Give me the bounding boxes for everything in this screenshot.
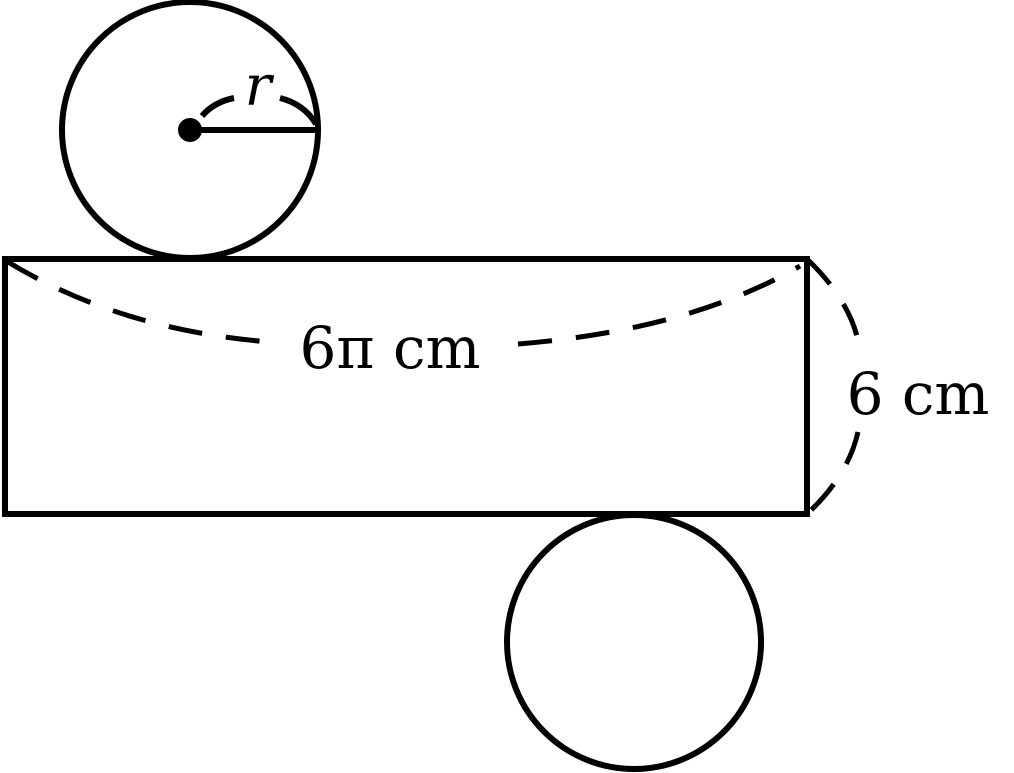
radius-arc-right [279, 95, 319, 126]
height-label: 6 cm [847, 360, 990, 428]
height-brace-bottom [805, 431, 861, 516]
circumference-label: 6π cm [300, 314, 481, 382]
circumference-brace-right [517, 263, 802, 347]
radius-label: r [245, 54, 275, 119]
circumference-brace-left [6, 259, 271, 345]
lateral-rectangle [2, 256, 810, 517]
height-brace-top [805, 257, 861, 341]
bottom-base-circle [504, 512, 764, 772]
radius-arc-left [199, 95, 235, 119]
